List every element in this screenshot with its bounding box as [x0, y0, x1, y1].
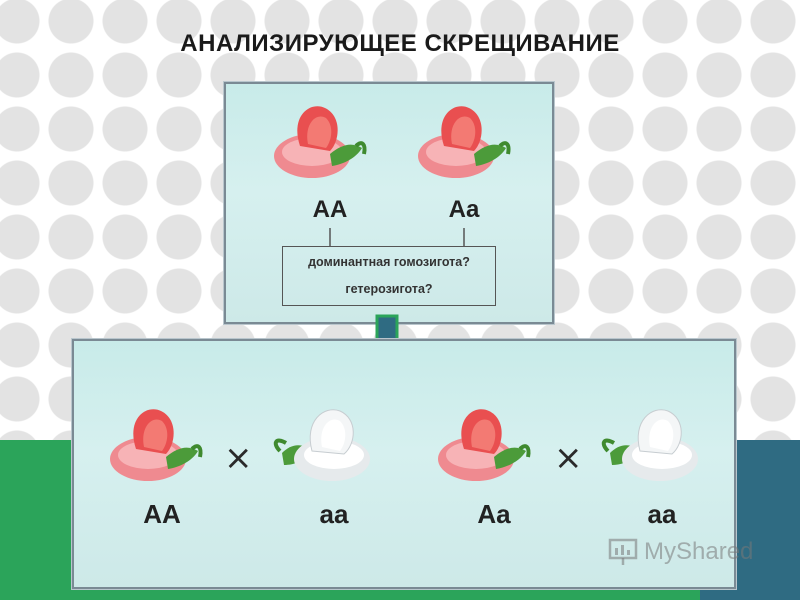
top-panel: AA Aa доминантная гомозигота? гетерозиго…: [224, 82, 554, 324]
red-flower-icon: [438, 409, 531, 481]
white-flower-icon: [601, 409, 698, 481]
genotype-label: aa: [647, 499, 677, 529]
question-heterozygote: гетерозигота?: [345, 282, 433, 296]
white-flower-icon: [273, 409, 370, 481]
bottom-panel: × AA aa × Aa aa: [72, 339, 736, 589]
watermark-text: MyShared: [644, 538, 754, 565]
genotype-label: Aa: [477, 499, 511, 529]
genotype-label: AA: [312, 196, 348, 223]
question-homozygote: доминантная гомозигота?: [308, 255, 470, 269]
red-flower-icon: [274, 106, 367, 178]
genotype-label: aa: [319, 499, 349, 529]
cross-symbol: ×: [554, 438, 583, 478]
question-connectors: [329, 228, 465, 247]
slide-title: АНАЛИЗИРУЮЩЕЕ СКРЕЩИВАНИЕ: [180, 30, 620, 57]
myshared-watermark: MyShared: [608, 538, 753, 566]
genotype-label: Aa: [448, 196, 480, 223]
red-flower-icon: [110, 409, 203, 481]
red-flower-icon: [418, 106, 511, 178]
genotype-label: AA: [143, 499, 181, 529]
question-box: доминантная гомозигота? гетерозигота?: [282, 246, 496, 306]
presentation-board-icon: [608, 538, 638, 565]
cross-symbol: ×: [224, 438, 253, 478]
